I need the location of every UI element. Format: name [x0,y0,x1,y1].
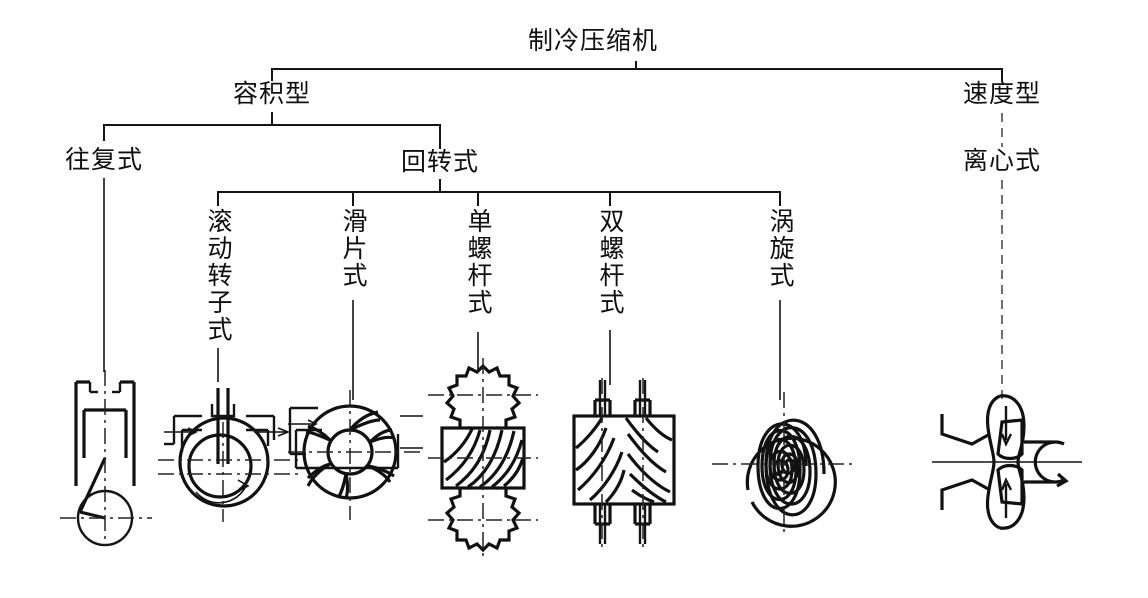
reciprocating-piston-figure [46,366,166,547]
node-label-twin-screw: 双螺杆式 [596,208,625,316]
single-screw-figure [428,358,538,558]
node-label-rotary: 回转式 [401,147,480,176]
node-label-rolling-piston: 滚动转子式 [204,208,233,343]
node-label-velocity: 速度型 [963,79,1042,108]
centrifugal-impeller-figure [932,382,1092,542]
node-label-single-screw: 单螺杆式 [464,208,493,316]
scroll-figure [712,392,856,536]
node-label-sliding-vane: 滑片式 [339,208,368,289]
rolling-piston-figure [158,382,298,522]
sliding-vane-figure [288,390,423,520]
node-label-centrifugal: 离心式 [963,146,1042,175]
node-label-reciprocating: 往复式 [65,145,144,174]
node-label-positive-displacement: 容积型 [233,79,312,108]
node-label-scroll: 涡旋式 [766,208,795,289]
twin-screw-figure [562,378,687,548]
node-label-root: 制冷压缩机 [528,26,659,55]
